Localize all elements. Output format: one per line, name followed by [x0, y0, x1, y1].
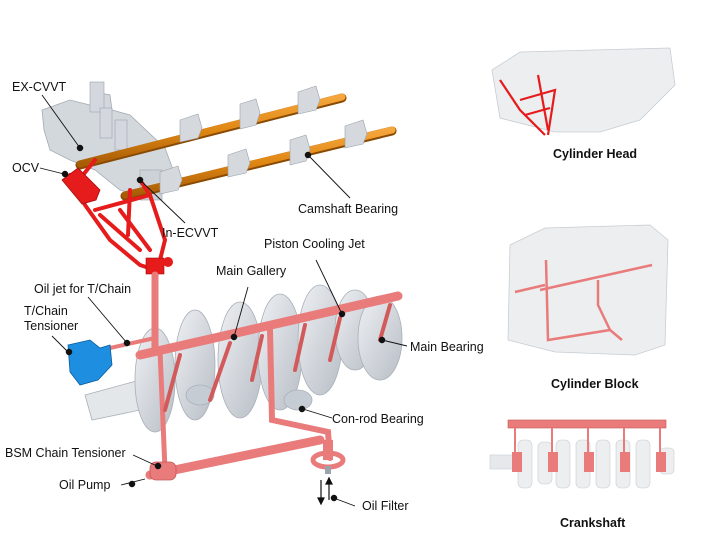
- label-bsm-chain-tensioner: BSM Chain Tensioner: [5, 446, 126, 460]
- cylinder-head-thumbnail: [491, 47, 676, 136]
- crankshaft-thumbnail: [489, 419, 675, 489]
- label-in-ecvvt: In-ECVVT: [162, 226, 219, 240]
- oil-feed-fitting: [145, 257, 173, 275]
- main-oil-gallery: [108, 271, 403, 480]
- label-oil-jet-tchain: Oil jet for T/Chain: [34, 282, 132, 296]
- label-oil-pump: Oil Pump: [59, 478, 111, 492]
- tchain-tensioner-part: [67, 339, 113, 386]
- flow-arrows: [317, 476, 333, 506]
- cam-bracket: [41, 81, 176, 201]
- label-ex-cvvt: EX-CVVT: [12, 80, 67, 94]
- intake-camshaft: [120, 119, 397, 201]
- caption-crankshaft: Crankshaft: [560, 516, 626, 530]
- caption-cylinder-block: Cylinder Block: [551, 377, 639, 391]
- label-ocv: OCV: [12, 161, 40, 175]
- exhaust-camshaft: [75, 85, 347, 170]
- caption-cylinder-head: Cylinder Head: [553, 147, 638, 161]
- leader-lines: [39, 94, 408, 507]
- label-main-gallery: Main Gallery: [216, 264, 287, 278]
- label-tchain-tensioner: T/Chain Tensioner: [24, 304, 79, 333]
- cylinder-block-thumbnail: [507, 224, 669, 356]
- label-con-rod-bearing: Con-rod Bearing: [332, 412, 424, 426]
- label-piston-cooling-jet: Piston Cooling Jet: [264, 237, 365, 251]
- label-main-bearing: Main Bearing: [410, 340, 484, 354]
- ocv-valve: [61, 167, 101, 205]
- oil-filter-mount: [310, 440, 346, 474]
- label-camshaft-bearing: Camshaft Bearing: [298, 202, 399, 216]
- label-oil-filter: Oil Filter: [362, 499, 409, 513]
